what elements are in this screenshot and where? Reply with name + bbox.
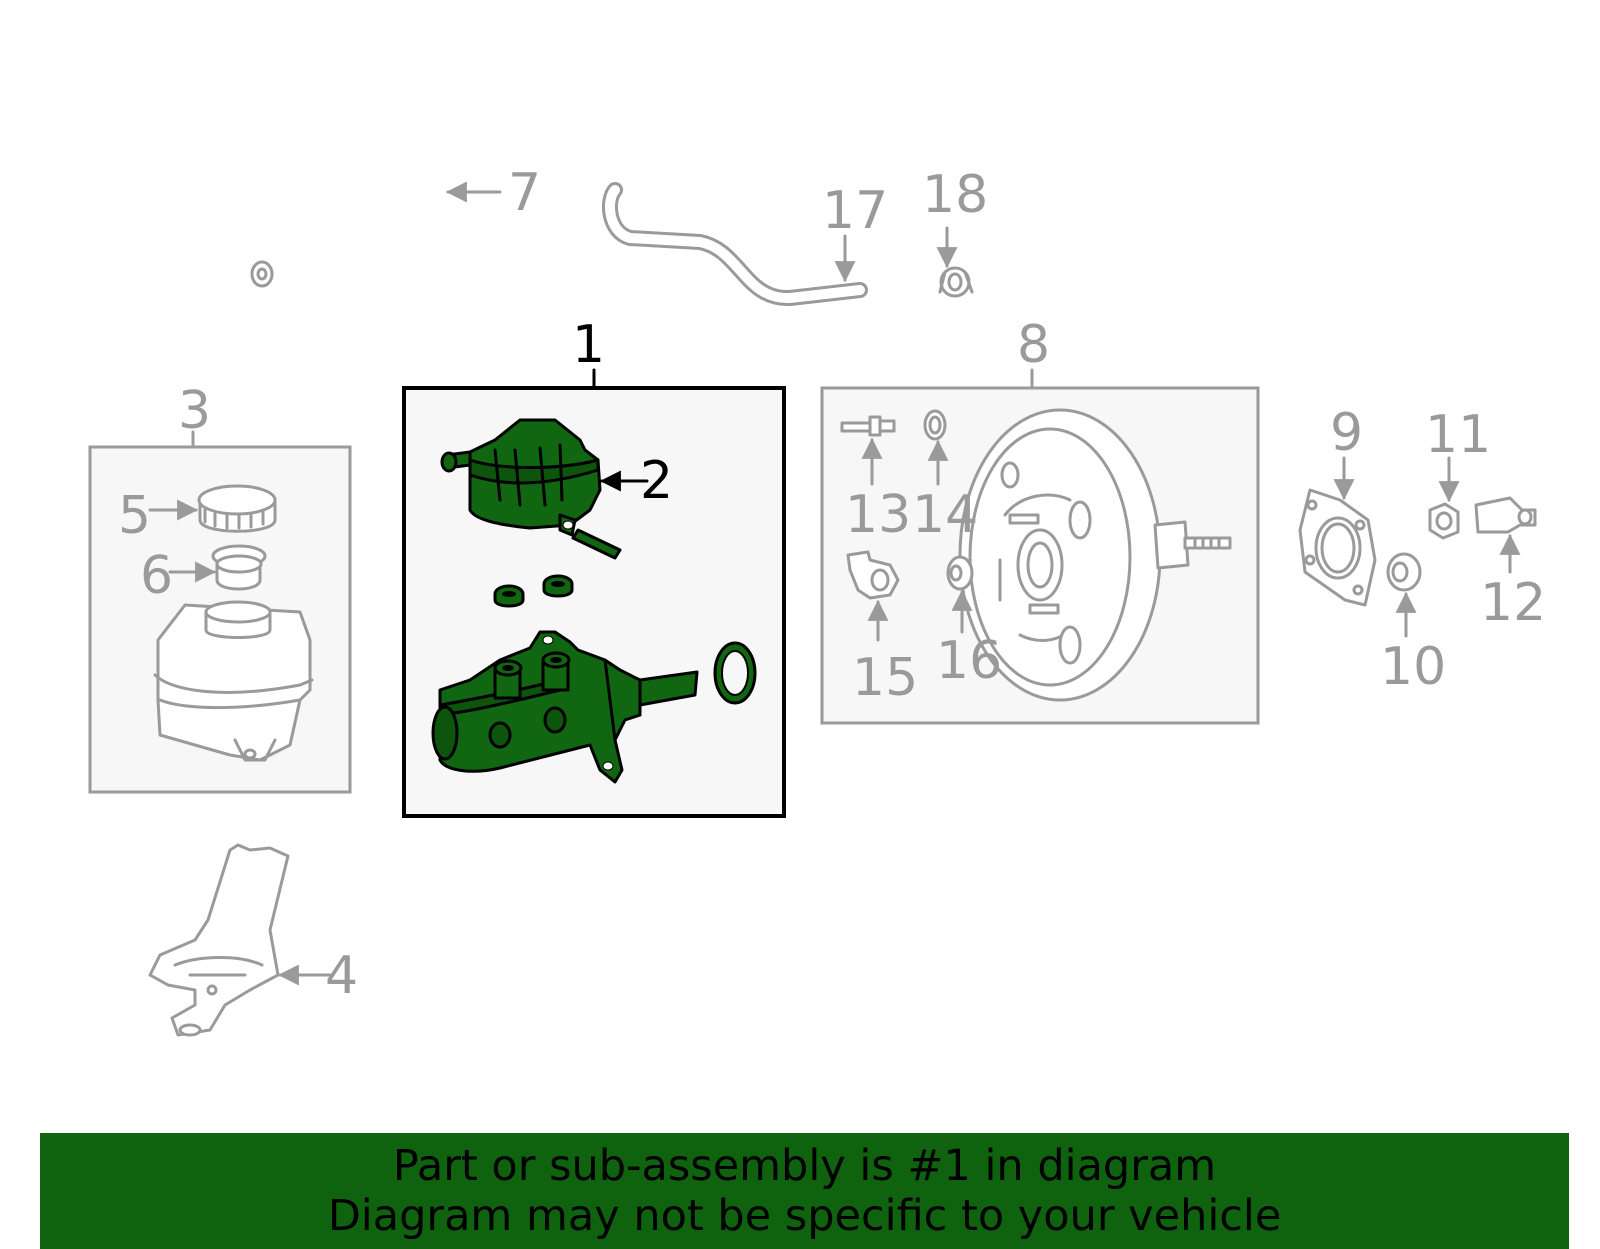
callout-10[interactable]: 10	[1380, 637, 1446, 697]
part-1-o-ring	[713, 641, 757, 705]
part-1-cylinder-body	[431, 630, 699, 784]
part-11-nut[interactable]	[1428, 456, 1460, 540]
callout-13[interactable]: 13	[845, 485, 911, 545]
part-3-reservoir-box[interactable]	[88, 430, 352, 794]
callout-8[interactable]: 8	[1017, 315, 1050, 375]
part-12-clevis[interactable]	[1474, 496, 1537, 574]
part-1-grommets	[493, 574, 574, 608]
part-17-hose[interactable]	[602, 182, 868, 306]
callout-17[interactable]: 17	[822, 181, 888, 241]
part-18-clip[interactable]	[936, 226, 974, 298]
callout-4[interactable]: 4	[325, 946, 358, 1006]
callout-3[interactable]: 3	[178, 381, 211, 441]
part-1-pin	[571, 528, 622, 560]
callout-14[interactable]: 14	[912, 485, 978, 545]
part-10-nut[interactable]	[1386, 552, 1422, 638]
callout-6[interactable]: 6	[140, 546, 173, 606]
callout-18[interactable]: 18	[922, 165, 988, 225]
callout-7[interactable]: 7	[508, 163, 541, 223]
callout-2[interactable]: 2	[640, 451, 673, 511]
callout-12[interactable]: 12	[1480, 573, 1546, 633]
part-8-booster-box[interactable]	[820, 368, 1260, 725]
part-6-strainer[interactable]	[168, 544, 267, 591]
callout-1[interactable]: 1	[572, 315, 605, 375]
part-2-reservoir[interactable]	[440, 418, 649, 537]
part-1-master-cylinder-box[interactable]	[402, 368, 786, 818]
footer-banner: Part or sub-assembly is #1 in diagram Di…	[40, 1133, 1569, 1249]
part-3-reservoir-tank[interactable]	[153, 600, 314, 762]
part-9-gasket[interactable]	[1298, 456, 1377, 607]
callout-15[interactable]: 15	[852, 648, 918, 708]
callout-16[interactable]: 16	[936, 631, 1002, 691]
part-5-cap[interactable]	[148, 484, 277, 533]
part-14-seal[interactable]	[923, 409, 949, 486]
footer-line-1: Part or sub-assembly is #1 in diagram	[392, 1141, 1217, 1191]
part-7-hose[interactable]	[232, 181, 502, 288]
footer-line-2: Diagram may not be specific to your vehi…	[327, 1191, 1282, 1241]
callout-9[interactable]: 9	[1330, 403, 1363, 463]
part-13-stud[interactable]	[840, 415, 896, 486]
part-15-clevis[interactable]	[846, 550, 900, 642]
callout-11[interactable]: 11	[1425, 405, 1491, 465]
part-4-bracket[interactable]	[148, 843, 332, 1037]
part-8-brake-booster[interactable]	[958, 408, 1232, 702]
part-16-nut[interactable]	[946, 555, 974, 634]
callout-5[interactable]: 5	[118, 486, 151, 546]
